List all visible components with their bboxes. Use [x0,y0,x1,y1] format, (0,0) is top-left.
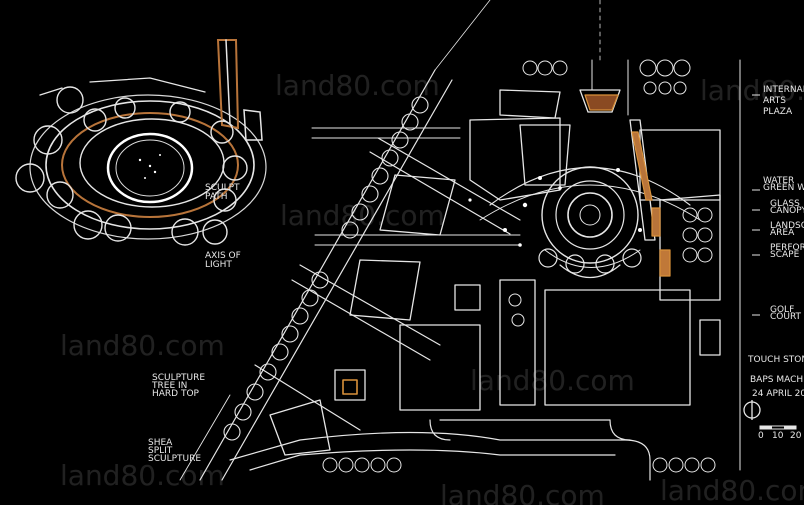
amber-marker [342,379,358,395]
annotation-sculpture-tree-line-2: TREE IN [151,381,187,391]
annotation-split-sculpture-line-2: SPLIT [148,446,173,456]
legend-title: TOUCH STONE [747,355,804,365]
top-tree-clusters [508,59,713,327]
watermark-6: land80.com [440,479,605,505]
bottom-tree-row [322,457,716,473]
legend-item-5: PERFORMANCESCAPE [770,243,804,260]
diagonal-thin-line [434,0,491,71]
inset-label-axis-line-1: AXIS OF [205,251,241,261]
legend-item-1-line-1: INTERNAL [763,85,804,95]
inset-label-sculpture-line-1: SCULPT [205,183,240,193]
annotation-split-sculpture-line-1: SHEA [148,438,173,448]
legend-item-3-line-2: CANOPY [770,206,804,216]
north-arrow-icon [743,400,761,420]
legend-subtitle: BAPS MACH [750,375,803,385]
legend-item-2-line-2: GREEN WALL [763,183,804,193]
scale-tick-20: 20 [790,431,802,441]
watermark-1: land80.com [275,69,440,102]
scale-bar: 0 10 20 [758,425,802,441]
amber-strip-1 [631,131,653,201]
central-plaza [479,166,701,278]
cross-route [314,234,521,246]
diagonal-boundary-inner [221,79,453,481]
watermark-2: land80.com [60,329,225,362]
watermark-3: land80.com [470,364,635,397]
watermark-7: land80.com [700,74,804,107]
legend-item-5-line-1: PERFORMANCE [770,243,804,253]
legend-date: 24 APRIL 20 [752,389,804,399]
inset-label-axis-line-2: LIGHT [205,260,232,270]
legend-item-3-line-1: GLASS [770,199,800,209]
annotation-split-sculpture-line-3: SCULPTURE [148,454,201,464]
legend-item-1-line-3: PLAZA [763,107,793,117]
scale-tick-10: 10 [772,431,784,441]
amber-strip-3 [659,249,671,277]
amber-pavilion [584,94,619,111]
bottom-road [229,419,651,481]
legend-item-5-line-2: SCAPE [770,250,800,260]
legend-item-6-line-1: GOLF [770,305,794,315]
annotation-sculpture-tree-line-1: SCULPTURE [152,373,205,383]
legend-item-2-line-1: WATER [763,176,794,186]
annotation-sculpture-tree-line-3: HARD TOP [152,389,200,399]
legend-item-4-line-1: LANDSC [770,221,804,231]
plaza-light-stars [468,168,642,247]
scale-tick-0: 0 [758,431,764,441]
legend-item-4-line-2: AREA [770,228,795,238]
watermark-layer: land80.com land80.com land80.com land80.… [60,69,804,505]
legend-item-6-line-2: COURT [770,312,802,322]
site-plan [179,0,741,481]
inset-label-sculpture-line-2: PATH [205,192,228,202]
watermark-8: land80.com [660,474,804,505]
legend-item-1-line-2: ARTS [763,96,786,106]
watermark-4: land80.com [60,459,225,492]
inset-tree-row [15,86,248,246]
amber-strip-2 [651,207,661,237]
